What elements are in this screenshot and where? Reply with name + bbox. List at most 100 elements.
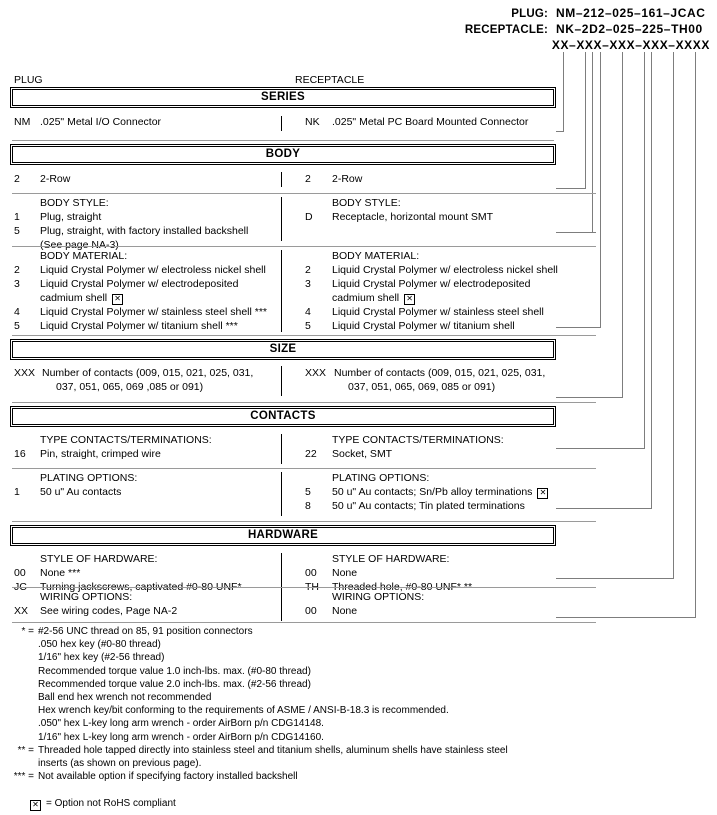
footnote-single-asterisk: * = #2-56 UNC thread on 85, 91 position … — [8, 625, 608, 638]
size-plug-line1: Number of contacts (009, 015, 021, 025, … — [42, 367, 254, 379]
rohs-legend: ✕ = Option not RoHS compliant — [8, 797, 608, 812]
body-material-receptacle-code-0: 2 — [305, 264, 311, 276]
rohs-mark-icon: ✕ — [112, 294, 124, 305]
row-group-body-row: 2 2-Row 2 2-Row — [12, 173, 554, 193]
body-style-plug-code-1: 5 — [14, 225, 20, 237]
template-part-number: XX–XXX–XXX–XXX–XXXX — [551, 38, 710, 52]
wiring-heading-receptacle: WIRING OPTIONS: — [332, 591, 425, 603]
wiring-receptacle-code-0: 00 — [305, 605, 317, 617]
footnote-text: inserts (as shown on previous page). — [38, 758, 202, 770]
size-receptacle-line1: Number of contacts (009, 015, 021, 025, … — [334, 367, 546, 379]
contacts-type-receptacle-code-0: 22 — [305, 448, 317, 460]
series-plug-code: NM — [14, 116, 31, 128]
body-material-plug-text-3: Liquid Crystal Polymer w/ stainless stee… — [40, 306, 268, 318]
footnote-text: 1/16" hex L-key long arm wrench - order … — [38, 731, 324, 743]
footnote-triple-asterisk: *** = Not available option if specifying… — [8, 770, 608, 783]
body-material-plug-code-3: 4 — [14, 306, 20, 318]
row-group-body-material: BODY MATERIAL: 2 Liquid Crystal Polymer … — [12, 250, 596, 332]
row-group-contacts-type: TYPE CONTACTS/TERMINATIONS: 16 Pin, stra… — [12, 434, 596, 462]
body-material-receptacle-code-1: 3 — [305, 278, 311, 290]
section-band-size: SIZE — [10, 339, 556, 360]
footnote-text: #2-56 UNC thread on 85, 91 position conn… — [38, 626, 253, 637]
footnotes: * = #2-56 UNC thread on 85, 91 position … — [8, 625, 608, 812]
wiring-receptacle-text-0: None — [332, 605, 358, 617]
row-group-body-style: BODY STYLE: 1 Plug, straight 5 Plug, str… — [12, 197, 596, 251]
body-material-plug-text-1: Liquid Crystal Polymer w/ electrodeposit… — [40, 278, 239, 290]
rule-plating-bottom — [12, 521, 596, 522]
size-receptacle-line2: 037, 051, 065, 069, 085 or 091) — [348, 381, 496, 393]
plating-heading-receptacle: PLATING OPTIONS: — [332, 472, 430, 484]
size-plug-line2: 037, 051, 065, 069 ,085 or 091) — [56, 381, 204, 393]
rohs-legend-text: = Option not RoHS compliant — [46, 798, 176, 810]
contacts-type-plug-code-0: 16 — [14, 448, 26, 460]
footnote-text: 1/16" hex key (#2-56 thread) — [38, 652, 165, 664]
rule-contacts-type-bottom — [12, 468, 596, 469]
footnote-mark: ** = — [17, 744, 34, 756]
rule-wiring-bottom — [12, 622, 596, 623]
body-material-receptacle-text-0: Liquid Crystal Polymer w/ electroless ni… — [332, 264, 558, 276]
receptacle-part-number: NK–2D2–025–225–TH00 — [556, 22, 703, 36]
body-plug-row-text: 2-Row — [40, 173, 71, 185]
divider-series — [281, 116, 282, 131]
body-style-heading-receptacle: BODY STYLE: — [332, 197, 401, 209]
hardware-style-plug-code-0: 00 — [14, 567, 26, 579]
plating-plug-text-0: 50 u" Au contacts — [40, 486, 122, 498]
hardware-style-heading-receptacle: STYLE OF HARDWARE: — [332, 553, 450, 565]
series-receptacle-text: .025" Metal PC Board Mounted Connector — [332, 116, 529, 128]
rohs-mark-icon: ✕ — [404, 294, 416, 305]
body-material-receptacle-code-4: 5 — [305, 320, 311, 332]
row-group-wiring: WIRING OPTIONS: XX See wiring codes, Pag… — [12, 591, 596, 619]
body-style-plug-text-1: Plug, straight, with factory installed b… — [40, 225, 249, 237]
footnote-text: .050" hex L-key long arm wrench - order … — [38, 718, 324, 730]
row-group-hardware-style: STYLE OF HARDWARE: 00 None *** JC Turnin… — [12, 553, 596, 595]
plug-label: PLUG: — [511, 8, 548, 20]
plating-receptacle-code-0: 5 — [305, 486, 311, 498]
series-plug-text: .025" Metal I/O Connector — [40, 116, 162, 128]
body-material-receptacle-text-3: Liquid Crystal Polymer w/ stainless stee… — [332, 306, 544, 318]
footnote-text: Recommended torque value 1.0 inch-lbs. m… — [38, 665, 311, 677]
body-receptacle-row-code: 2 — [305, 173, 311, 185]
body-material-plug-text-4: Liquid Crystal Polymer w/ titanium shell… — [40, 320, 238, 332]
body-style-heading-plug: BODY STYLE: — [40, 197, 109, 209]
plating-receptacle-text-1: 50 u" Au contacts; Tin plated terminatio… — [332, 500, 525, 512]
size-receptacle-code: XXX — [305, 367, 327, 379]
hardware-style-receptacle-code-0: 00 — [305, 567, 317, 579]
row-group-series: NM .025" Metal I/O Connector NK .025" Me… — [12, 116, 554, 138]
divider-wiring — [281, 591, 282, 621]
body-style-plug-text-0: Plug, straight — [40, 211, 102, 223]
contacts-type-plug-text-0: Pin, straight, crimped wire — [40, 448, 161, 460]
rule-hardware-style-bottom — [12, 587, 596, 588]
size-plug-code: XXX — [14, 367, 36, 379]
row-group-plating: PLATING OPTIONS: 1 50 u" Au contacts PLA… — [12, 472, 596, 514]
footnote-text: Ball end hex wrench not recommended — [38, 692, 212, 704]
contacts-type-heading-receptacle: TYPE CONTACTS/TERMINATIONS: — [332, 434, 504, 446]
rule-body-style-bottom — [12, 246, 596, 247]
body-material-plug-text-0: Liquid Crystal Polymer w/ electroless ni… — [40, 264, 266, 276]
body-style-plug-code-0: 1 — [14, 211, 20, 223]
rule-size-bottom — [12, 402, 596, 403]
plug-part-number-row: PLUG: NM–212–025–161–JCAC — [430, 6, 710, 22]
body-plug-row-code: 2 — [14, 173, 20, 185]
plating-heading-plug: PLATING OPTIONS: — [40, 472, 138, 484]
divider-plating — [281, 472, 282, 516]
hardware-style-plug-text-0: None *** — [40, 567, 81, 579]
footnote-mark: * = — [21, 626, 34, 637]
receptacle-part-number-row: RECEPTACLE: NK–2D2–025–225–TH00 — [430, 22, 710, 38]
column-caption-plug: PLUG — [14, 74, 43, 86]
wiring-plug-code-0: XX — [14, 605, 29, 617]
section-band-body: BODY — [10, 144, 556, 165]
section-band-series: SERIES — [10, 87, 556, 108]
hardware-style-heading-plug: STYLE OF HARDWARE: — [40, 553, 158, 565]
section-band-hardware: HARDWARE — [10, 525, 556, 546]
divider-body-material — [281, 250, 282, 332]
rohs-mark-icon: ✕ — [30, 800, 41, 812]
divider-hardware-style — [281, 553, 282, 597]
footnote-text: Threaded hole tapped directly into stain… — [38, 744, 508, 756]
body-material-receptacle-text-4: Liquid Crystal Polymer w/ titanium shell — [332, 320, 515, 332]
divider-contacts-type — [281, 434, 282, 464]
body-material-heading-plug: BODY MATERIAL: — [40, 250, 128, 262]
body-style-receptacle-text-0: Receptacle, horizontal mount SMT — [332, 211, 494, 223]
body-material-receptacle-text-2: cadmium shell✕ — [332, 292, 416, 305]
part-number-header: PLUG: NM–212–025–161–JCAC RECEPTACLE: NK… — [430, 6, 710, 54]
